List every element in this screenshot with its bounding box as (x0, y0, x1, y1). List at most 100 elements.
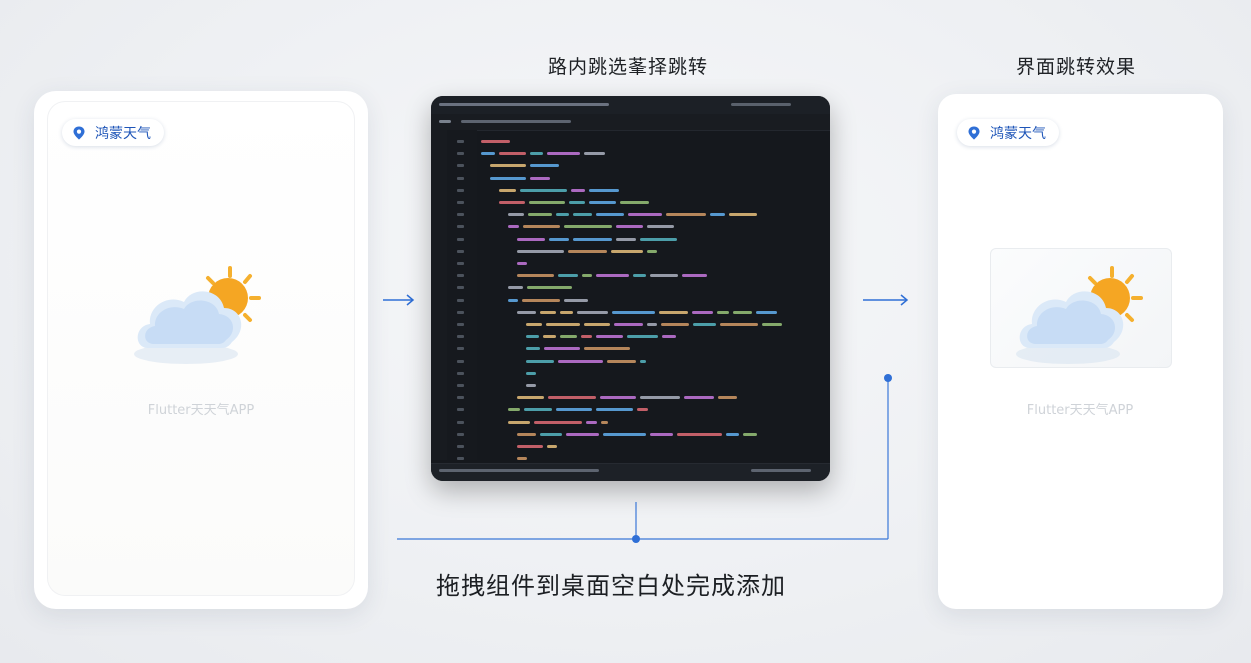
code-token (517, 262, 527, 265)
code-token (662, 335, 676, 339)
code-token (544, 347, 580, 351)
code-token (601, 420, 608, 424)
code-token (481, 152, 495, 156)
line-number (457, 347, 464, 351)
code-token (584, 323, 610, 326)
editor-line-gutter (447, 130, 477, 460)
code-token (517, 237, 545, 241)
code-token (499, 152, 526, 156)
editor-title-bar (431, 96, 830, 114)
line-number (457, 298, 464, 302)
editor-status-bar (431, 463, 830, 481)
code-token (530, 152, 543, 156)
code-token (527, 286, 572, 290)
editor-chrome-text (751, 469, 811, 472)
line-number (457, 188, 464, 192)
right-app-caption: Flutter天天气APP (1026, 403, 1134, 418)
code-token (684, 396, 714, 400)
arrow-right-icon (383, 294, 415, 306)
code-token (560, 310, 573, 314)
code-token (549, 237, 569, 241)
code-token (762, 323, 782, 326)
line-number (457, 164, 464, 168)
editor-chrome-text (461, 120, 571, 123)
code-token (637, 408, 648, 412)
right-badge-label: 鸿蒙天气 (990, 125, 1046, 142)
code-token (517, 310, 536, 314)
code-token (581, 335, 592, 339)
code-token (596, 335, 623, 339)
code-token (526, 359, 554, 363)
code-token (640, 237, 677, 241)
code-token (596, 274, 629, 278)
code-token (569, 201, 585, 204)
code-token (558, 359, 603, 363)
code-token (710, 213, 725, 217)
line-number (457, 152, 464, 156)
line-number (457, 457, 464, 461)
code-token (611, 249, 643, 253)
line-number (457, 140, 464, 143)
code-token (729, 213, 757, 217)
line-number (457, 420, 464, 424)
code-token (548, 396, 596, 400)
code-token (607, 359, 636, 363)
left-sun-behind-cloud-icon (134, 266, 261, 364)
code-token (718, 396, 737, 400)
code-token (556, 213, 569, 217)
line-number (457, 323, 464, 326)
editor-chrome-text (439, 120, 451, 123)
code-token (490, 164, 526, 168)
left-badge-label: 鸿蒙天气 (95, 125, 151, 142)
code-token (540, 432, 562, 436)
code-token (526, 384, 536, 387)
line-number (457, 335, 464, 339)
line-number (457, 384, 464, 387)
code-token (547, 152, 580, 156)
code-token (582, 274, 592, 278)
code-token (508, 213, 524, 217)
code-token (508, 298, 518, 302)
left-app-caption: Flutter天天气APP (147, 403, 255, 418)
left-weather-badge[interactable]: 鸿蒙天气 (62, 119, 164, 146)
code-token (529, 201, 565, 204)
line-number (457, 396, 464, 400)
line-number (457, 371, 464, 375)
flow-connector (397, 374, 892, 543)
code-token (661, 323, 689, 326)
line-number (457, 262, 464, 265)
code-token (682, 274, 707, 278)
code-token (573, 213, 592, 217)
code-token (577, 310, 608, 314)
code-token (517, 396, 544, 400)
code-token (616, 225, 643, 229)
code-token (603, 432, 646, 436)
connector-node (632, 535, 640, 543)
code-token (546, 323, 580, 326)
code-token (528, 213, 552, 217)
result-section-title: 界面跳转效果 (1016, 56, 1137, 78)
right-weather-badge[interactable]: 鸿蒙天气 (957, 119, 1059, 146)
code-token (508, 286, 523, 290)
code-token (523, 225, 560, 229)
code-token (659, 310, 688, 314)
code-token (666, 213, 706, 217)
code-token (547, 445, 557, 448)
code-editor-window (431, 96, 830, 481)
code-token (517, 432, 536, 436)
editor-tab-bar (431, 114, 830, 131)
code-token (600, 396, 636, 400)
code-token (543, 335, 556, 339)
code-token (490, 176, 526, 180)
location-pin-icon (73, 126, 85, 139)
code-token (526, 347, 540, 351)
code-token (508, 420, 530, 424)
code-token (677, 432, 722, 436)
code-token (522, 298, 560, 302)
code-token (596, 408, 633, 412)
drag-instruction-caption: 拖拽组件到桌面空白处完成添加 (436, 572, 786, 600)
code-token (586, 420, 597, 424)
code-token (589, 201, 616, 204)
code-token (620, 201, 649, 204)
code-token (499, 188, 516, 192)
